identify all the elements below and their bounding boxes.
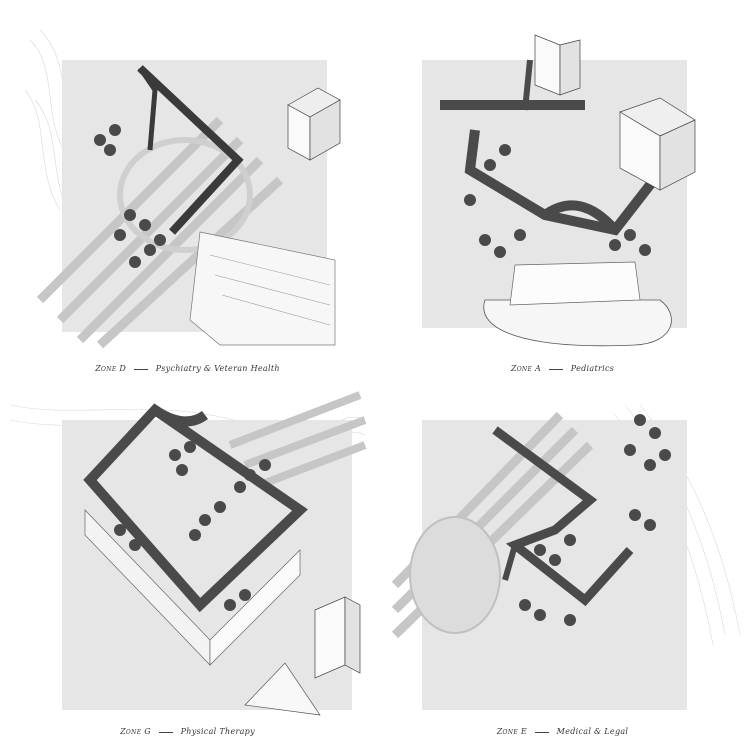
adjacent-building (189, 231, 336, 346)
path-ring (117, 137, 253, 253)
amphitheater-base (483, 299, 672, 347)
trees (464, 144, 651, 258)
dash-separator (548, 368, 563, 370)
trees (114, 441, 271, 611)
zone-label: Zone E (496, 727, 527, 736)
zone-d-axonometric-drawing (24, 29, 341, 349)
zone-g-panel: Zone G Physical Therapy (0, 375, 375, 750)
zone-wall-arc (542, 200, 619, 234)
zone-a-panel: Zone A Pediatrics (375, 0, 750, 375)
zone-program: Physical Therapy (180, 727, 255, 736)
zone-program: Psychiatry & Veteran Health (155, 364, 280, 373)
zone-wall-arc (152, 405, 208, 427)
colonnade-right (209, 549, 301, 666)
road-bands (228, 391, 367, 489)
roof-building (244, 662, 321, 716)
zone-e-panel: Zone E Medical & Legal (375, 375, 750, 750)
tower-building (534, 34, 581, 96)
tower-building (287, 87, 341, 161)
amphitheater-seating (509, 261, 641, 306)
zone-program: Pediatrics (570, 364, 615, 373)
zone-d-panel: Zone D Psychiatry & Veteran Health (0, 0, 375, 375)
hospital-building (619, 97, 696, 191)
zone-e-axonometric-drawing (391, 404, 741, 710)
zone-wall (137, 65, 244, 235)
dash-separator (158, 731, 173, 733)
zone-a-caption: Zone A Pediatrics (375, 364, 750, 373)
zone-g-axonometric-drawing (9, 391, 367, 716)
zone-wall-spur (137, 66, 158, 151)
zone-label: Zone A (510, 364, 542, 373)
building-roof-lines (209, 254, 331, 326)
zone-wall-spur (522, 59, 533, 111)
trees (94, 124, 166, 268)
zone-label: Zone G (120, 727, 151, 736)
zone-d-caption: Zone D Psychiatry & Veteran Health (0, 364, 375, 373)
tower-building (314, 596, 361, 679)
trees (519, 414, 671, 626)
zone-g-caption: Zone G Physical Therapy (0, 727, 375, 736)
dash-separator (534, 731, 549, 733)
dash-separator (133, 368, 148, 370)
zone-program: Medical & Legal (556, 727, 629, 736)
zone-wall (492, 426, 634, 607)
zone-a-axonometric-drawing (422, 34, 696, 347)
oval-lawn (409, 516, 501, 634)
zone-e-caption: Zone E Medical & Legal (375, 727, 750, 736)
zone-label: Zone D (95, 364, 127, 373)
zone-wall-spur (502, 544, 518, 581)
